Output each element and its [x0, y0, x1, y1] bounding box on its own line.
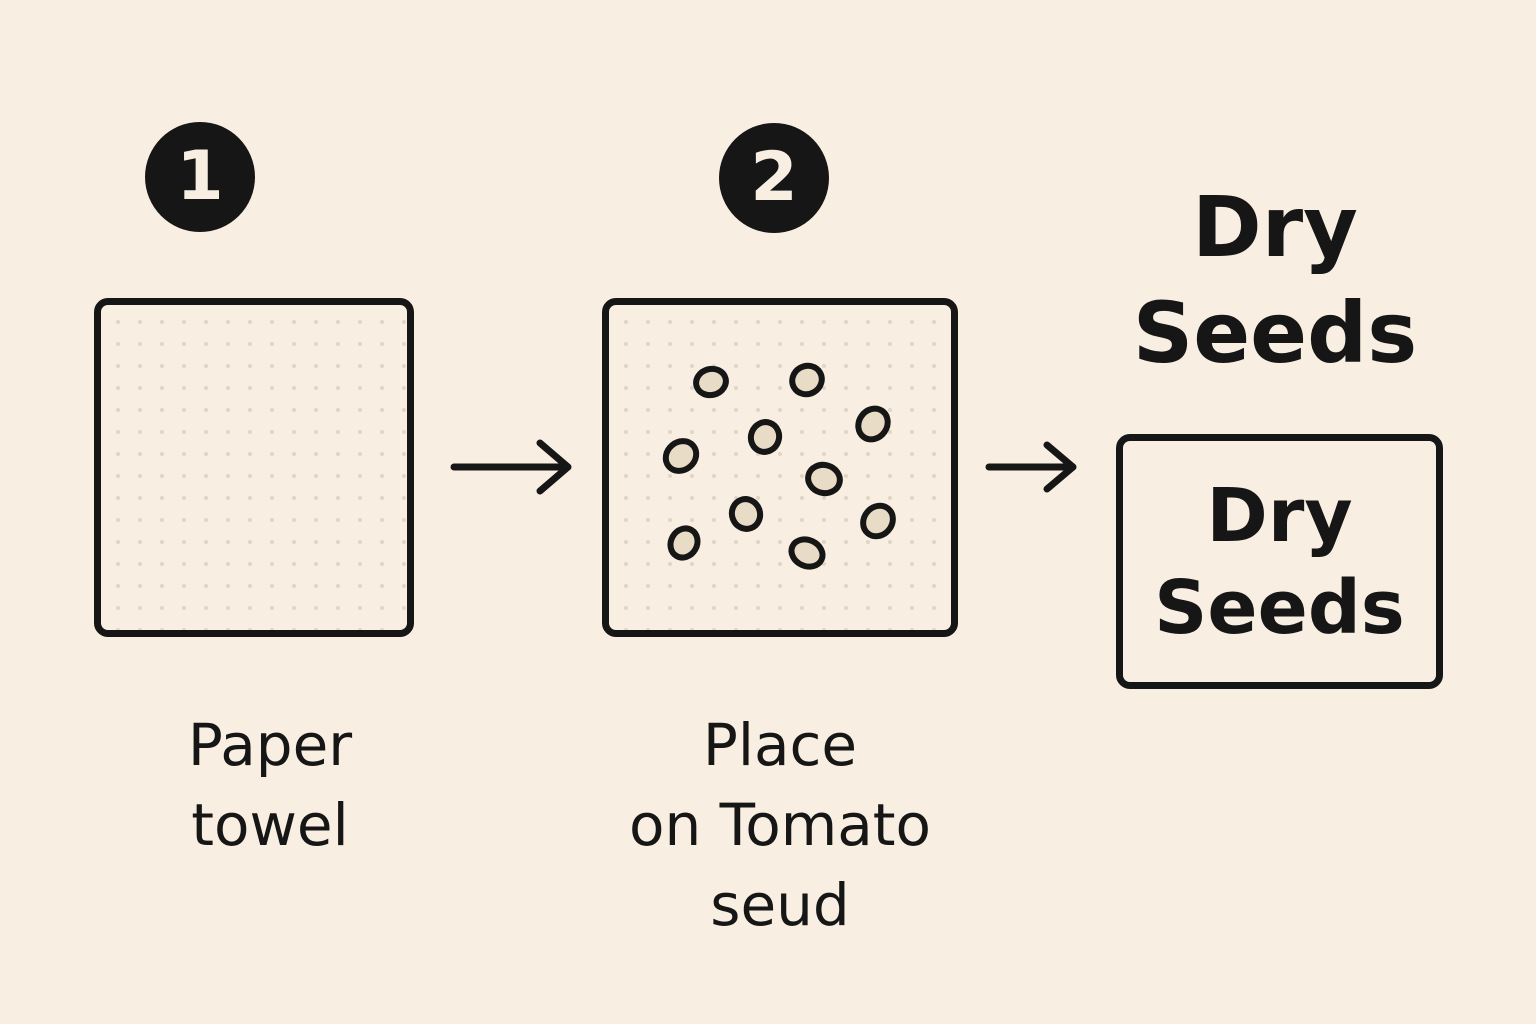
result-heading-line-1: Dry	[1192, 178, 1358, 276]
arrow-right-icon	[985, 441, 1077, 493]
result-heading: Dry Seeds	[1110, 174, 1440, 386]
seed-icon	[789, 362, 825, 398]
step-2-caption-line-1: Place	[702, 711, 858, 779]
seed-icon	[728, 496, 764, 532]
step-1-caption: Paper towel	[170, 705, 370, 865]
arrow-right-icon	[450, 439, 572, 495]
step-1-caption-line-2: towel	[191, 791, 349, 859]
step-1-badge: 1	[145, 122, 255, 232]
label-box-line-2: Seeds	[1154, 564, 1405, 651]
seed-icon	[788, 536, 826, 570]
seed-icon	[747, 419, 783, 455]
step-2-number: 2	[750, 138, 798, 217]
step-2-caption-line-2: on Tomato	[628, 791, 931, 859]
step-1-number: 1	[176, 137, 224, 216]
step-2-badge: 2	[719, 123, 829, 233]
seed-scatter	[662, 362, 896, 570]
seed-icon	[667, 525, 701, 561]
seed-icon	[693, 365, 729, 399]
seed-icon	[805, 461, 843, 497]
seed-icon	[855, 405, 891, 443]
step-1-caption-line-1: Paper	[187, 711, 353, 779]
dry-seeds-label-box: Dry Seeds	[1116, 434, 1443, 689]
paper-towel-panel	[94, 298, 414, 637]
seeds-on-towel-panel	[602, 298, 958, 637]
step-2-caption: Place on Tomato seud	[610, 705, 950, 945]
seed-icon	[860, 502, 896, 540]
result-heading-line-2: Seeds	[1132, 284, 1418, 382]
seed-icon	[662, 438, 700, 474]
step-2-caption-line-3: seud	[710, 871, 850, 939]
label-box-line-1: Dry	[1206, 472, 1353, 559]
